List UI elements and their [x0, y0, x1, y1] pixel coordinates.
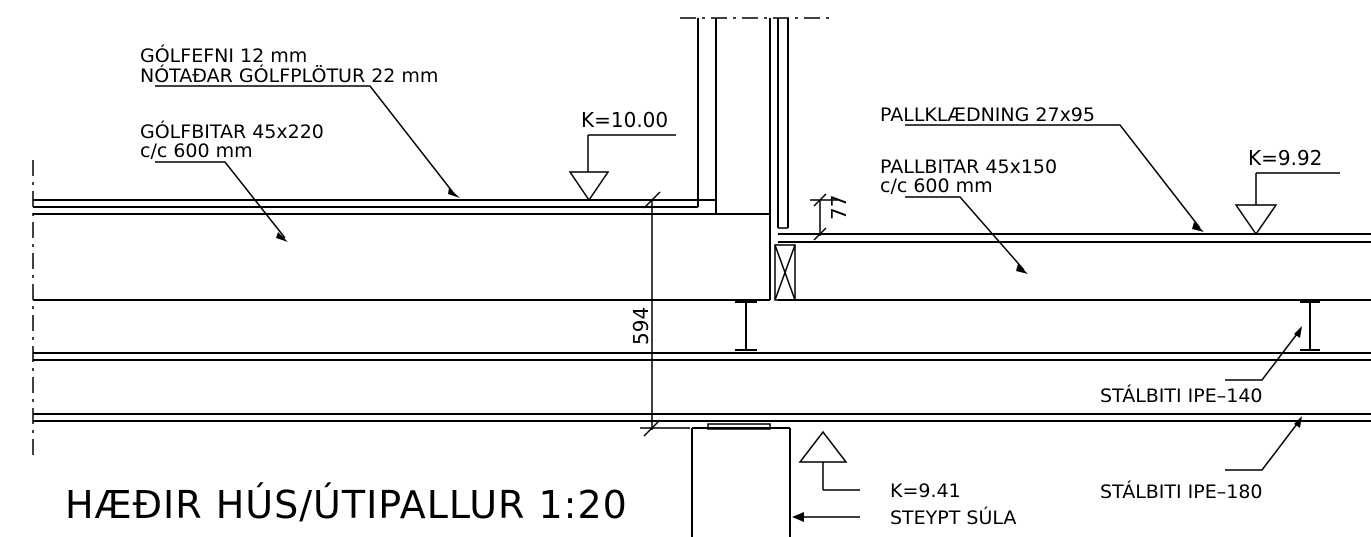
label-level-house: K=10.00 [581, 108, 668, 132]
dimension-594: 594 [629, 191, 690, 437]
level-marker-house [568, 134, 676, 202]
label-level-deck: K=9.92 [1248, 146, 1322, 170]
label-deck-joists: PALLBITAR 45x150 [880, 156, 1057, 178]
label-concrete-column: STEYPT SÚLA [890, 505, 1016, 529]
house-floor [33, 199, 770, 301]
label-floor-finish: GÓLFEFNI 12 mm [140, 43, 307, 67]
deck [778, 233, 1371, 301]
leader-lines [155, 85, 1302, 522]
label-steel-beam-180: STÁLBITI IPE–180 [1100, 480, 1263, 503]
level-marker-deck [1234, 172, 1340, 236]
level-marker-column [798, 430, 860, 491]
label-deck-cladding: PALLKLÆDNING 27x95 [880, 104, 1095, 126]
dim-594-label: 594 [629, 307, 653, 345]
label-floor-joists-spacing: c/c 600 mm [140, 140, 253, 162]
dim-77-label: 77 [827, 195, 851, 220]
label-floor-boards: NÓTAÐAR GÓLFPLÖTUR 22 mm [140, 63, 438, 87]
label-floor-joists: GÓLFBITAR 45x220 [140, 119, 324, 143]
label-deck-joists-spacing: c/c 600 mm [880, 175, 993, 197]
steel-beams [33, 301, 1371, 422]
dimension-77: 77 [810, 193, 851, 241]
house-wall [697, 18, 796, 301]
label-level-column: K=9.41 [890, 480, 961, 502]
drawing-title: HÆÐIR HÚS/ÚTIPALLUR 1:20 [65, 483, 628, 527]
concrete-column [691, 423, 791, 537]
label-steel-beam-140: STÁLBITI IPE–140 [1100, 384, 1263, 407]
